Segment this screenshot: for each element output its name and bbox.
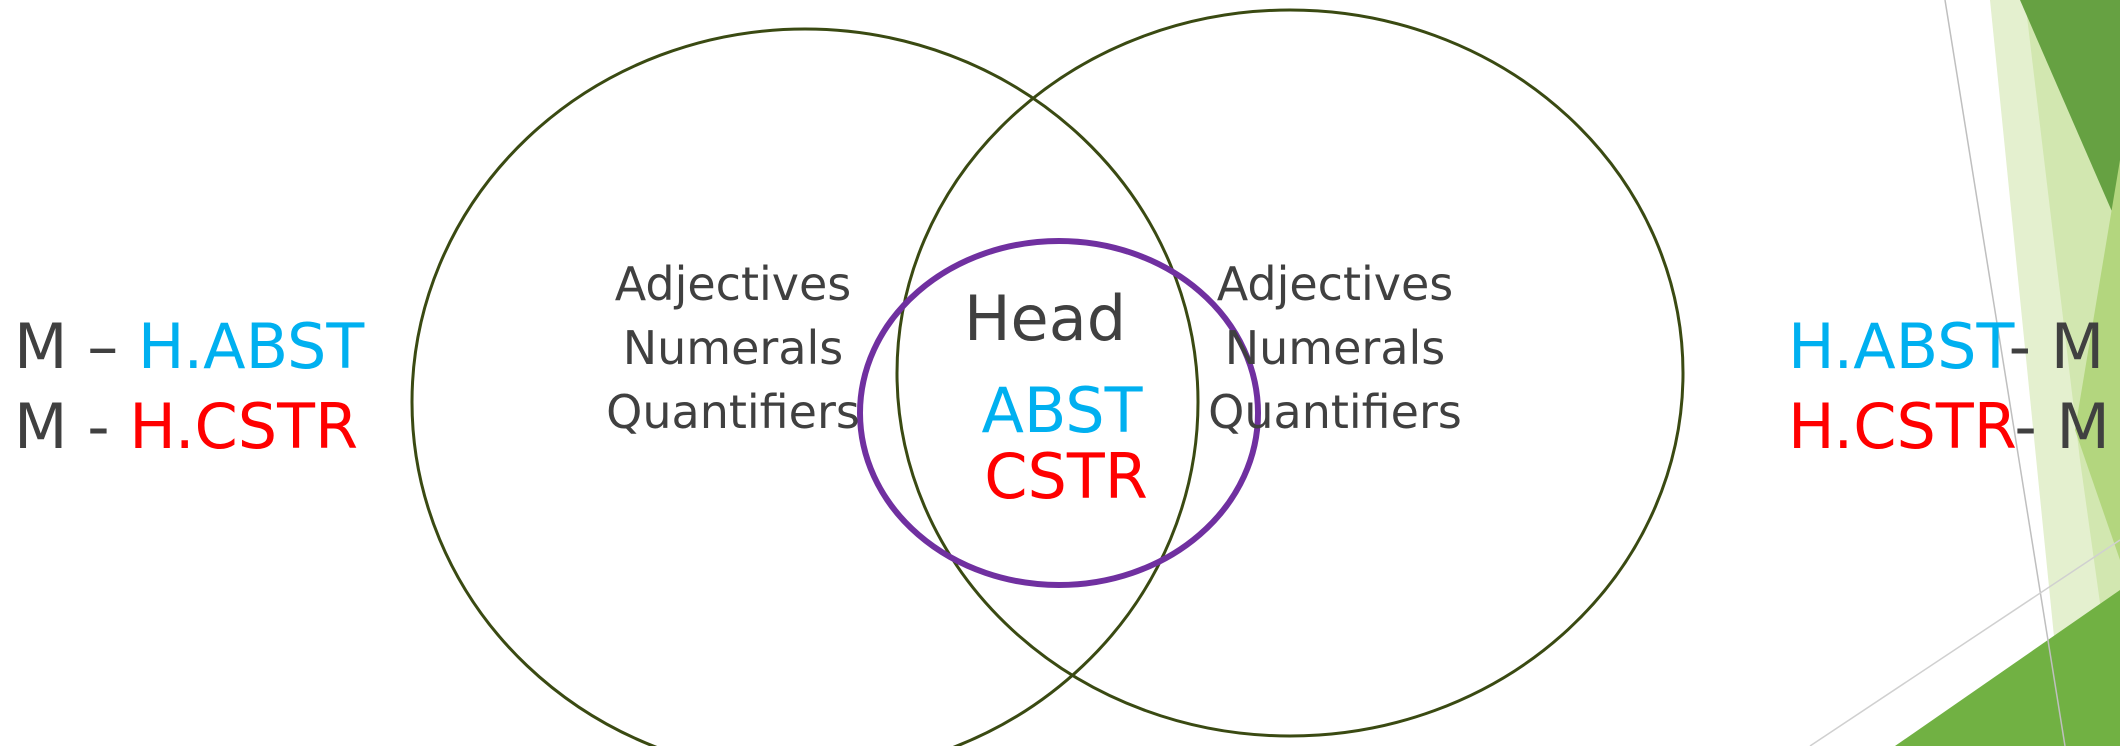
right-formula-abst: H.ABST- M bbox=[1788, 310, 2104, 383]
formula-head: H.ABST bbox=[1788, 310, 2015, 383]
decor-mid-triangle bbox=[2075, 160, 2120, 560]
right-formula-cstr: H.CSTR- M bbox=[1788, 390, 2110, 463]
right-circle-item: Numerals bbox=[1225, 321, 1446, 375]
formula-head: H.CSTR bbox=[1788, 390, 2016, 463]
right-circle-item: Quantifiers bbox=[1208, 385, 1462, 439]
formula-head: H.CSTR bbox=[129, 390, 358, 463]
decorative-corner-shapes bbox=[1809, 0, 2120, 746]
formula-suffix: - M bbox=[2009, 310, 2105, 383]
formula-suffix: - M bbox=[2014, 390, 2110, 463]
left-circle-item: Quantifiers bbox=[606, 385, 860, 439]
decor-bottom-triangle bbox=[1895, 590, 2120, 746]
left-circle-item: Adjectives bbox=[615, 257, 852, 311]
left-circle-items: Adjectives Numerals Quantifiers bbox=[606, 257, 860, 439]
head-labels: Head ABST CSTR bbox=[964, 282, 1148, 513]
left-formulas: M – H.ABST M - H.CSTR bbox=[14, 310, 365, 463]
formula-prefix: M – bbox=[14, 310, 138, 383]
decor-line-vertical bbox=[1944, 0, 2066, 746]
left-circle bbox=[410, 27, 1200, 746]
left-circle-item: Numerals bbox=[623, 321, 844, 375]
formula-prefix: M - bbox=[14, 390, 129, 463]
formula-head: H.ABST bbox=[138, 310, 365, 383]
right-formulas: H.ABST- M H.CSTR- M bbox=[1788, 310, 2110, 463]
head-circle bbox=[857, 238, 1261, 588]
decor-line-diagonal bbox=[1809, 539, 2120, 746]
head-cstr-label: CSTR bbox=[984, 440, 1148, 513]
right-circle-item: Adjectives bbox=[1217, 257, 1454, 311]
right-circle bbox=[895, 8, 1685, 738]
right-circle-items: Adjectives Numerals Quantifiers bbox=[1208, 257, 1462, 439]
left-formula-cstr: M - H.CSTR bbox=[14, 390, 358, 463]
decor-light-triangle bbox=[2025, 0, 2120, 746]
decor-dark-triangle bbox=[2020, 0, 2120, 230]
left-formula-abst: M – H.ABST bbox=[14, 310, 365, 383]
head-title: Head bbox=[964, 282, 1126, 355]
head-abst-label: ABST bbox=[981, 374, 1143, 447]
